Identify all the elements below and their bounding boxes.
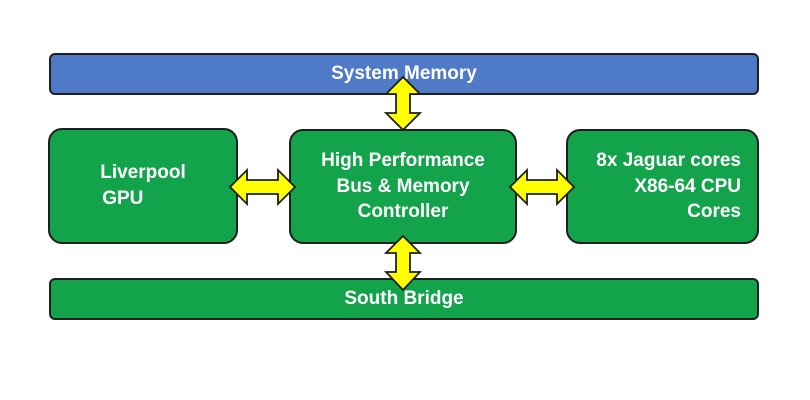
gpu-label-line-2: GPU (102, 188, 144, 209)
south-bridge-label: South Bridge (344, 288, 464, 310)
memory-controller-box: High Performance Bus & Memory Controller (289, 129, 517, 244)
system-memory-label: System Memory (331, 63, 477, 85)
cpu-label: 8x Jaguar cores X86-64 CPU Cores (596, 148, 741, 225)
gpu-box: Liverpool GPU (48, 128, 238, 244)
gpu-label-line-1: Liverpool (100, 162, 186, 184)
cpu-box: 8x Jaguar cores X86-64 CPU Cores (566, 129, 759, 244)
gpu-label: Liverpool GPU (100, 160, 186, 211)
south-bridge-bar: South Bridge (49, 278, 759, 320)
controller-label-line-3: Controller (357, 201, 449, 223)
controller-cpu-arrow (508, 167, 576, 207)
controller-label-line-1: High Performance (321, 150, 485, 172)
system-memory-bar: System Memory (49, 53, 759, 95)
controller-label: High Performance Bus & Memory Controller (321, 148, 485, 225)
controller-label-line-2: Bus & Memory (336, 175, 470, 197)
cpu-label-line-1: 8x Jaguar cores (596, 150, 741, 172)
cpu-label-line-2: X86-64 CPU (634, 175, 741, 197)
gpu-controller-arrow (228, 167, 297, 207)
cpu-label-line-3: Cores (687, 201, 741, 223)
